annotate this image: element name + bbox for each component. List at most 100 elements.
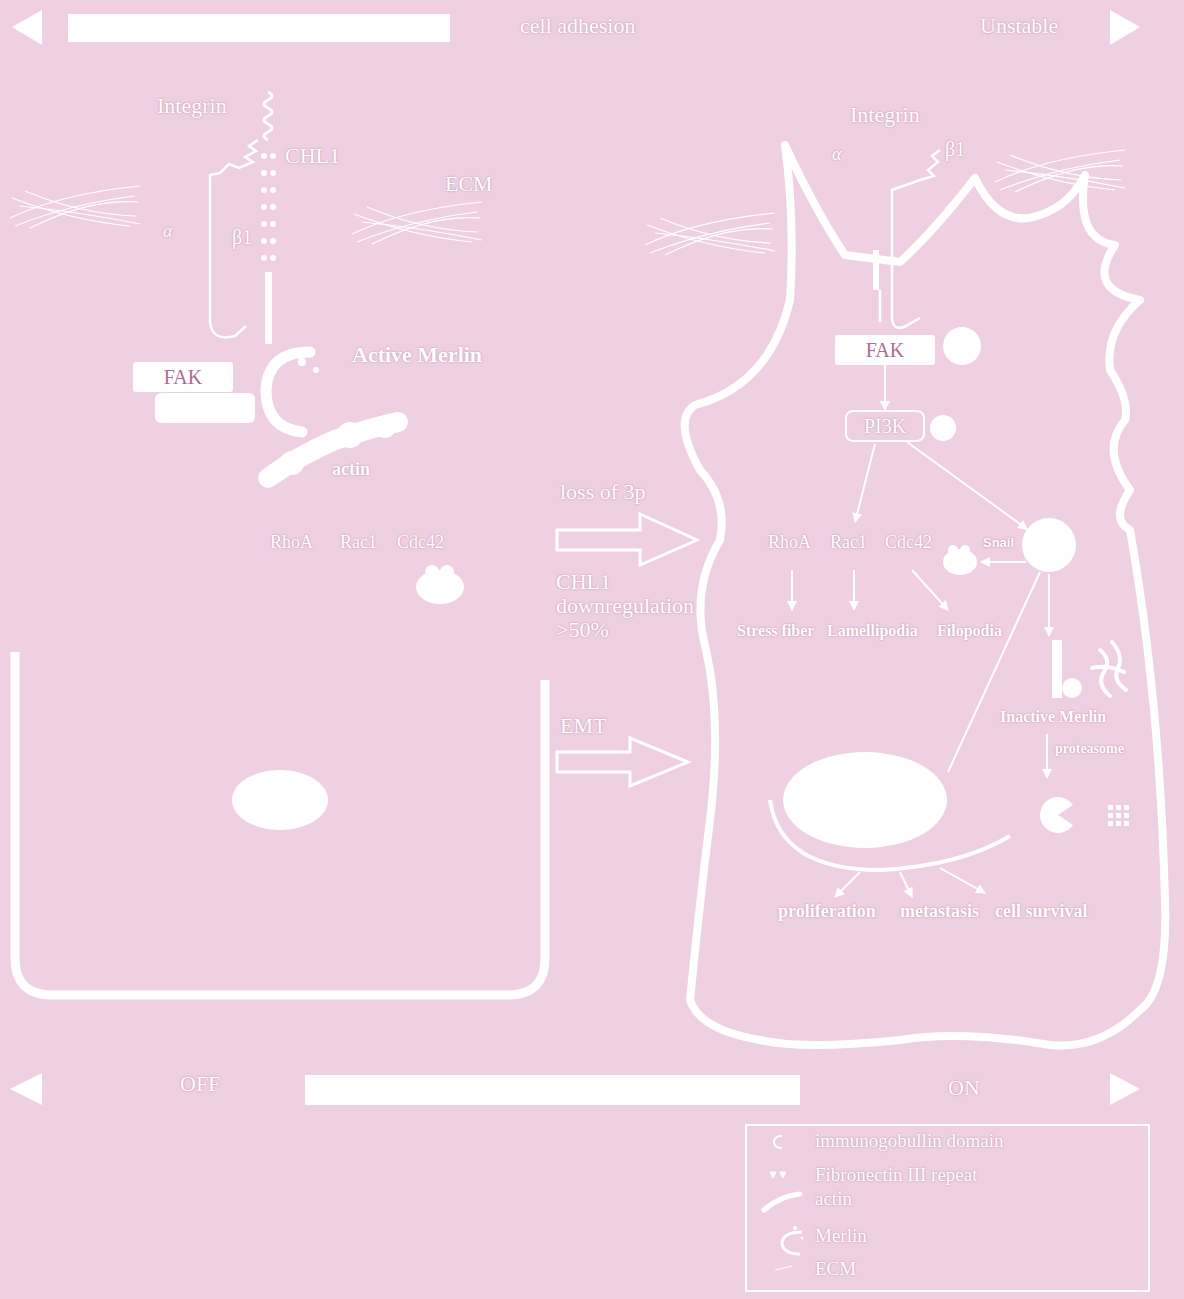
text-label: RhoA [768,533,811,553]
peptide-fragments [1124,805,1129,810]
peptide-fragments [1116,805,1121,810]
cell-membrane [15,652,545,995]
text-label: loss of 3p [560,480,646,504]
chl1-molecule [270,255,276,261]
signal-arrow [912,570,948,610]
text-label: Unstable [980,14,1058,38]
text-label: β1 [232,226,252,248]
block-arrow [557,514,697,786]
merlin-inactive [1052,640,1062,698]
phosphate-dot [943,327,981,365]
merlin-inactive [1052,640,1126,698]
peptide-fragments [1124,813,1129,818]
chl1-molecule [265,272,272,344]
signal-arrow [1046,734,1048,778]
merlin-active [266,352,319,432]
chl1-molecule [261,221,267,227]
gradient-bar [10,1073,1140,1105]
text-label: RhoA [270,533,313,553]
protein-box: PI3K [845,410,925,442]
signal-arrow [981,561,1026,563]
gradient-bar [305,1075,800,1105]
peptide-fragments [1108,821,1113,826]
node-text: FAK [866,339,905,361]
integrin-right [873,250,879,290]
gtp-blob [960,545,970,555]
legend-box [746,1125,1149,1291]
legend-sample [793,1226,804,1240]
nucleus [783,752,947,848]
chl1-molecule [270,187,276,193]
chl1-molecule [261,238,267,244]
text-label: Lamellipodia [827,622,918,640]
text-label: Stress fiber [737,622,814,640]
text-label: Integrin [157,94,227,118]
block-arrow [557,514,697,565]
text-label: cell survival [995,902,1088,922]
legend-sample [793,1226,797,1230]
integrin-left [210,140,258,337]
text-label: cell adhesion [520,14,635,38]
integrin-left [210,140,258,337]
integrin-right [892,150,940,328]
chl1-molecule [270,170,276,176]
nucleus [232,770,328,830]
text-label: actin [332,460,370,480]
protein-box: FAK [133,362,233,392]
text-label: Rac1 [340,533,377,553]
merlin-active [313,367,319,373]
text-label: Filopodia [937,622,1002,640]
text-label: CHL1 [285,144,340,168]
text-label: Integrin [850,103,920,127]
protein-box: FAK [835,335,935,365]
connector-arrow [907,442,1027,529]
text-label: Rac1 [830,533,867,553]
phosphate-dot [930,327,981,441]
gradient-bar [1110,1073,1140,1105]
gtp-blob [943,545,977,575]
legend-sample [801,1237,804,1240]
chl1-molecule [261,170,267,176]
text-label: CHL1 downregulation >50% [556,570,721,643]
ecm-fibers [10,186,140,228]
legend-entry: Fibronectin III repeat [815,1165,977,1186]
legend-sample [782,1232,802,1254]
actin-filament [374,416,396,438]
legend-sample [774,1136,782,1148]
signal-arrow [835,872,860,897]
gtp-blob [425,565,439,579]
ecm-fibers [645,213,775,255]
legend-text: Fibronectin III repeat [815,1164,977,1185]
gradient-bar [1110,10,1140,45]
text-label: Cdc42 [885,533,932,553]
signal-arrow [1048,574,1050,636]
chl1-molecule [270,221,276,227]
legend-text: ECM [815,1258,856,1279]
legend-sample [764,1194,800,1210]
gtp-blob [943,549,977,575]
peptide-fragments [1108,805,1129,826]
chl1-molecule [261,255,267,261]
merlin-inactive [1092,642,1126,696]
gradient-bar [68,14,450,42]
node-text: PI3K [864,415,906,437]
legend-entry: actin [815,1189,852,1210]
connector-arrow [884,365,886,410]
leader-line [948,572,1040,772]
gradient-bar [12,10,1140,45]
text-label: ECM [445,172,493,196]
chl1-molecule [270,238,276,244]
integrin-right [876,150,940,328]
merlin-active [266,352,310,432]
ecm-fibers [995,150,1125,192]
peptide-fragments [1116,821,1121,826]
peptide-fragments [1116,813,1121,818]
factor-circle: Snail [1022,518,1076,572]
text-label: metastasis [900,902,979,922]
legend-sample [775,1266,792,1270]
text-label: β1 [945,138,965,160]
